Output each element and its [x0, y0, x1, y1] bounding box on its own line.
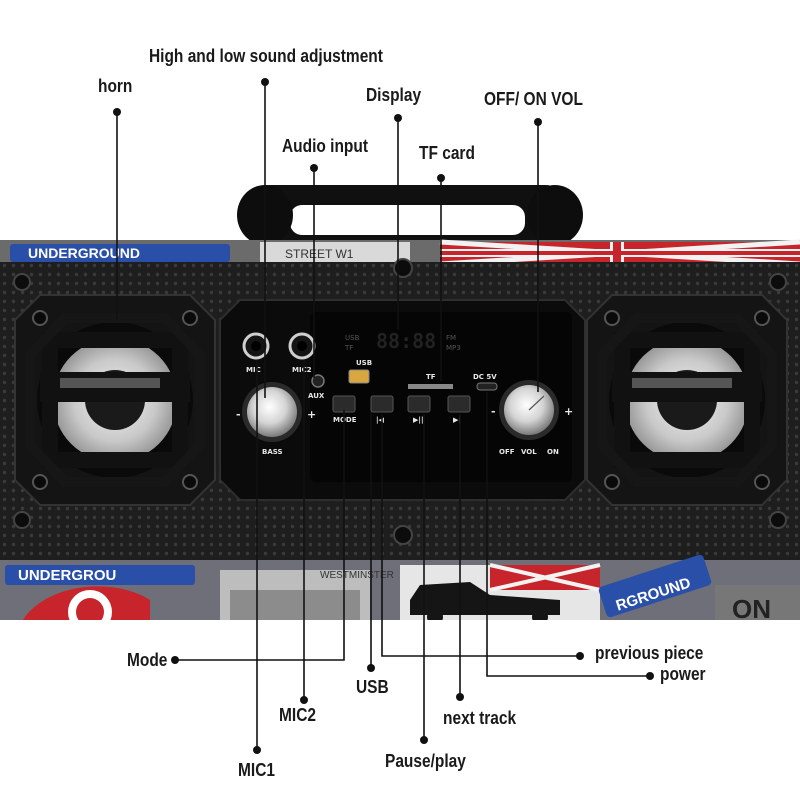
sticker-street-text: STREET W1	[285, 247, 354, 261]
label-mode: Mode	[127, 650, 168, 670]
dc5v-panel-label: DC 5V	[473, 373, 497, 381]
sticker-underground-bottom	[5, 565, 195, 585]
label-previous-piece: previous piece	[595, 643, 704, 663]
control-panel: USB TF 88:88 FM MP3 MIC MIC2 AUX USB TF	[219, 299, 586, 501]
vol-panel-label: VOL	[521, 448, 537, 456]
mic2-panel-label: MIC2	[292, 366, 312, 374]
next-button[interactable]	[447, 395, 471, 413]
play-pause-button[interactable]	[407, 395, 431, 413]
leader-previous-piece	[381, 414, 580, 657]
label-mic1: MIC1	[238, 760, 275, 780]
label-pause-play: Pause/play	[385, 751, 466, 771]
svg-text:|◀: |◀	[376, 416, 385, 425]
label-off-on-vol: OFF/ ON VOL	[484, 89, 583, 109]
leader-power	[486, 392, 650, 677]
label-audio-input: Audio input	[282, 136, 368, 156]
left-speaker-horn	[14, 294, 216, 506]
usb-port[interactable]	[348, 369, 370, 384]
sticker-on-text: ON	[732, 594, 771, 624]
label-usb: USB	[356, 677, 389, 697]
bass-minus-sign: -	[236, 408, 241, 421]
bass-panel-label: BASS	[262, 448, 283, 456]
mode-panel-label: MODE	[333, 416, 357, 424]
label-next-track: next track	[443, 708, 517, 728]
svg-text:▶||: ▶||	[413, 416, 424, 425]
handle	[237, 185, 583, 247]
callout-dots	[113, 78, 654, 754]
bass-knob[interactable]	[247, 387, 297, 437]
label-tf-card: TF card	[419, 143, 475, 163]
display-usb-indicator: USB	[345, 334, 360, 342]
vol-minus-sign: -	[491, 405, 496, 418]
sticker-westminster-text: WESTMINSTER	[320, 570, 394, 581]
on-panel-label: ON	[547, 448, 559, 456]
sticker-underground-top	[10, 244, 230, 262]
display-fm-indicator: FM	[446, 334, 456, 342]
label-display: Display	[366, 85, 422, 105]
tf-panel-label: TF	[426, 373, 436, 381]
svg-text:▶|: ▶|	[453, 416, 461, 425]
vol-plus-sign: +	[564, 405, 573, 418]
leader-mode	[175, 410, 345, 661]
dc-power-port[interactable]	[476, 382, 498, 391]
label-mic2: MIC2	[279, 705, 316, 725]
display-tf-indicator: TF	[344, 344, 353, 352]
previous-button[interactable]	[370, 395, 394, 413]
aux-panel-label: AUX	[308, 392, 325, 400]
off-panel-label: OFF	[499, 448, 515, 456]
mode-button[interactable]	[332, 395, 356, 413]
led-display: USB TF 88:88 FM MP3	[344, 329, 461, 353]
display-mp3-indicator: MP3	[446, 344, 461, 352]
label-high-low-sound: High and low sound adjustment	[149, 46, 383, 66]
right-speaker-horn	[586, 294, 788, 506]
tf-card-slot[interactable]	[408, 384, 453, 389]
aux-jack[interactable]	[311, 374, 325, 388]
label-power: power	[660, 664, 706, 684]
callout-lines	[116, 82, 650, 750]
usb-panel-label: USB	[356, 359, 372, 367]
bass-plus-sign: +	[307, 408, 316, 421]
label-horn: horn	[98, 76, 133, 96]
sticker-underground-bottom-text: UNDERGROU	[18, 567, 116, 584]
sticker-underground-top-text: UNDERGROUND	[28, 245, 140, 261]
display-digits: 88:88	[376, 329, 436, 353]
mic1-panel-label: MIC	[246, 366, 261, 374]
taxi-sticker	[410, 582, 560, 615]
